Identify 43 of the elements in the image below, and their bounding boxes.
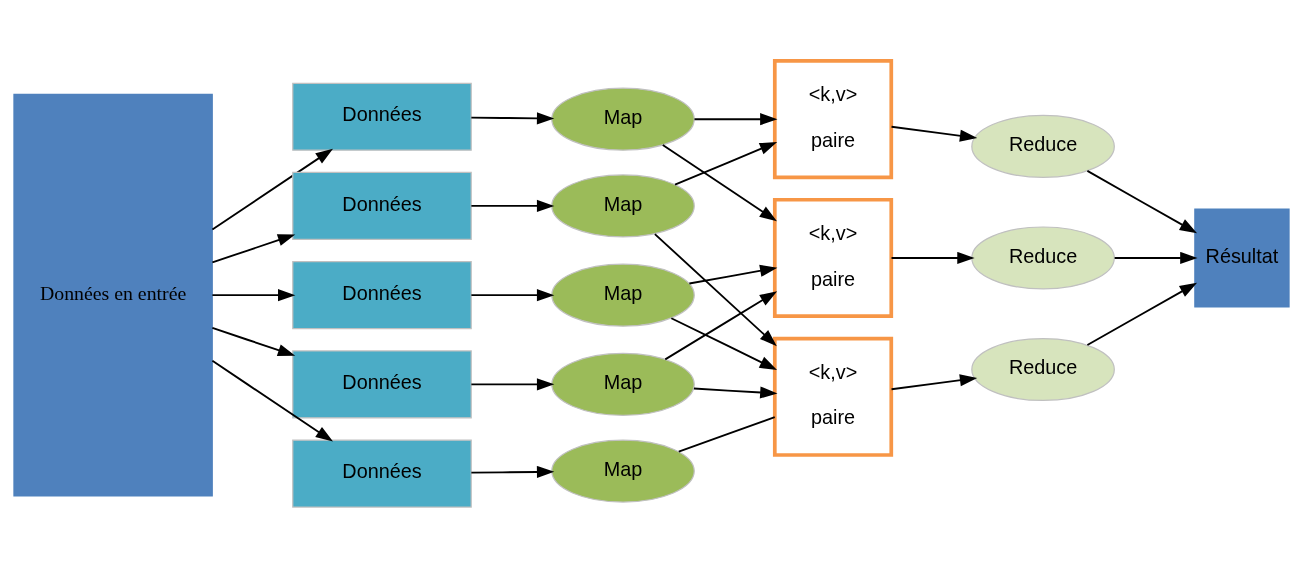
- arrow: [211, 148, 334, 231]
- arrow: [674, 142, 778, 186]
- arrow: [670, 317, 778, 370]
- node-box: <k,v> paire: [772, 59, 894, 180]
- arrow: [653, 233, 777, 347]
- arrow: [211, 234, 296, 264]
- node-ellipse: Reduce: [971, 114, 1115, 179]
- arrow: [693, 113, 778, 126]
- arrow: [890, 251, 975, 265]
- node-ellipse: Map: [551, 174, 695, 238]
- arrow: [1113, 251, 1198, 265]
- node-box: Données: [292, 350, 472, 419]
- arrow: [470, 199, 555, 213]
- node-ellipse: Map: [551, 87, 695, 151]
- arrow: [661, 144, 777, 222]
- arrow: [470, 378, 555, 391]
- arrow: [470, 465, 555, 479]
- arrow: [1086, 282, 1198, 346]
- node-box: Données: [292, 82, 472, 151]
- node-box: Données: [292, 171, 472, 240]
- arrow: [890, 374, 978, 391]
- node-box: Données: [292, 261, 472, 330]
- arrow: [470, 289, 555, 302]
- node-ellipse: Map: [551, 352, 695, 416]
- node-ellipse: Reduce: [971, 226, 1115, 290]
- arrow: [211, 359, 334, 442]
- arrow: [211, 289, 296, 302]
- arrow: [693, 386, 778, 399]
- arrow: [470, 112, 555, 125]
- node-box: <k,v> paire: [772, 197, 894, 319]
- node-box: <k,v> paire: [772, 336, 894, 457]
- node-ellipse: Map: [551, 439, 695, 503]
- arrow: [890, 125, 978, 142]
- arrow: [1086, 170, 1198, 234]
- arrow: [664, 291, 778, 361]
- node-box: Données: [292, 439, 472, 508]
- arrow: [688, 264, 778, 285]
- node-box: Résultat: [1194, 208, 1290, 308]
- connector: [677, 416, 776, 453]
- node-box: Données en entrée: [13, 93, 213, 497]
- arrow: [211, 327, 296, 356]
- node-ellipse: Map: [551, 263, 695, 327]
- node-ellipse: Reduce: [971, 337, 1115, 402]
